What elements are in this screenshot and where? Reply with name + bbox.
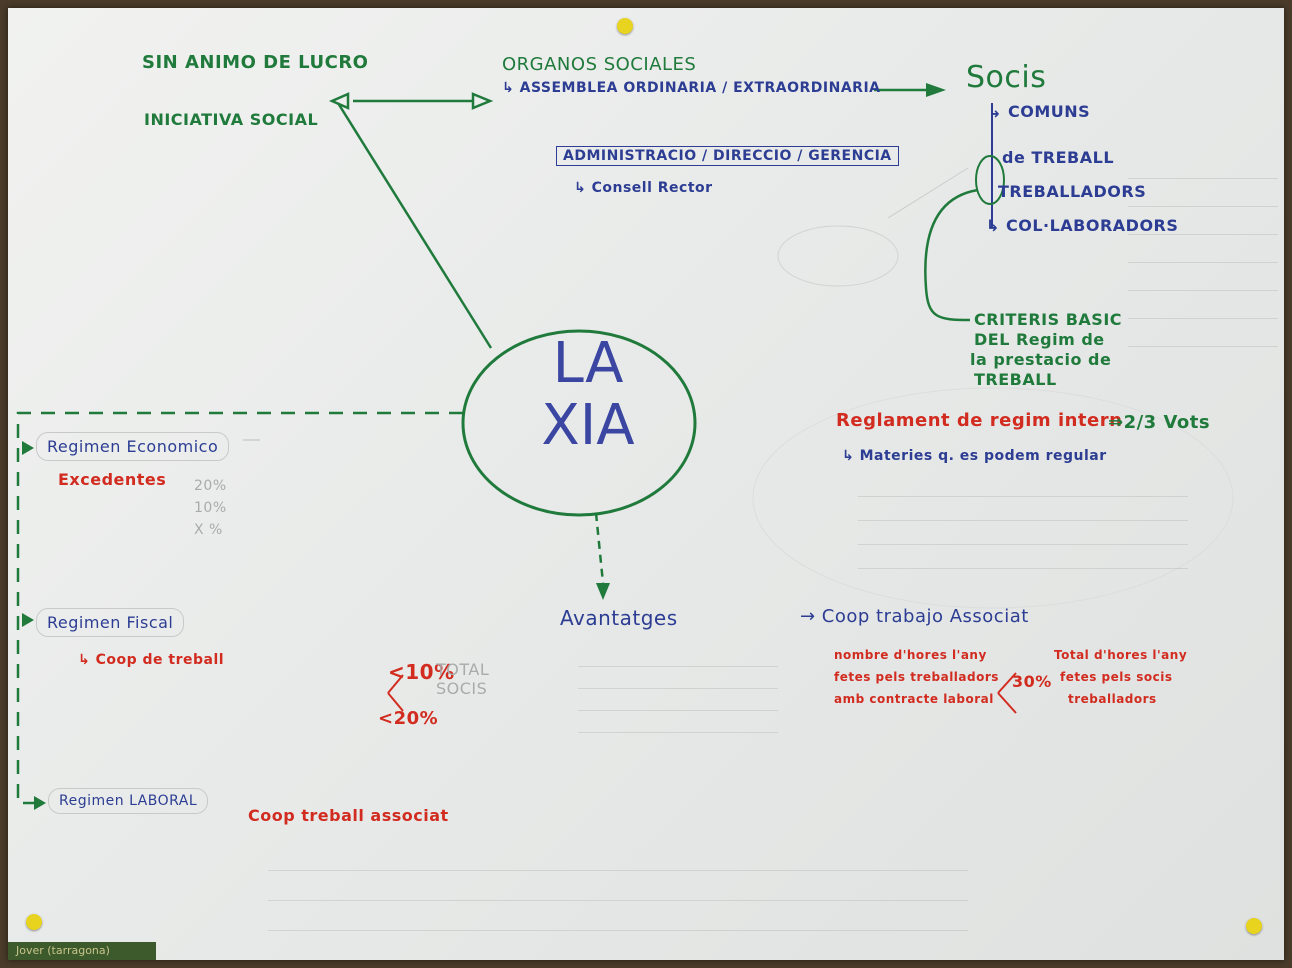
fiscal-total-socis: TOTAL SOCIS	[436, 660, 490, 698]
administracio-box: ADMINISTRACIO / DIRECCIO / GERENCIA	[556, 146, 899, 166]
reglament-materies: ↳ Materies q. es podem regular	[842, 448, 1107, 464]
socis-collaboradors: ↳ COL·LABORADORS	[986, 216, 1179, 235]
coop-right-3: treballadors	[1068, 692, 1157, 706]
center-line1: LA	[552, 331, 624, 396]
iniciativa-social: INICIATIVA SOCIAL	[144, 110, 319, 129]
center-topic: LA XIA	[508, 333, 668, 457]
socis-de-treball: de TREBALL	[1002, 148, 1115, 167]
coop-treball-associat: Coop treball associat	[248, 806, 449, 825]
coop-left-2: fetes pels treballadors	[834, 670, 999, 684]
reglament-title: Reglament de regim intern	[836, 410, 1123, 431]
coop-de-treball: ↳ Coop de treball	[78, 652, 225, 668]
bottom-strip: Jover (tarragona)	[8, 942, 156, 960]
regimen-economico: Regimen Economico	[36, 432, 230, 461]
faint-notes-reglament	[858, 478, 1188, 588]
criteris-line2: DEL Regim de	[974, 330, 1105, 349]
faint-notes-laboral	[268, 848, 968, 938]
fiscal-lt20: <20%	[378, 708, 439, 729]
criteris-line4: TREBALL	[974, 370, 1057, 389]
avantatges-title: Avantatges	[560, 606, 678, 630]
criteris-line1: CRITERIS BASIC	[974, 310, 1123, 329]
pin-bottom-left	[26, 914, 42, 930]
faint-notes-socis	[1128, 158, 1278, 348]
coop-right-1: Total d'hores l'any	[1054, 648, 1188, 662]
sin-animo-de-lucro: SIN ANIMO DE LUCRO	[142, 52, 369, 73]
faint-notes-avantatges	[578, 648, 778, 748]
excedentes-20: 20%	[194, 478, 227, 494]
fiscal-lt10: <10%	[388, 660, 455, 684]
consell-rector: ↳ Consell Rector	[574, 180, 713, 196]
excedentes-x: X %	[194, 522, 223, 538]
socis-treballadors: TREBALLADORS	[998, 182, 1147, 201]
assemblea: ↳ ASSEMBLEA ORDINARIA / EXTRAORDINARIA	[502, 80, 881, 96]
socis-comuns: ↳ COMUNS	[988, 102, 1091, 121]
reglament-votes: ⇒2/3 Vots	[1108, 412, 1211, 433]
organos-sociales-title: ORGANOS SOCIALES	[502, 54, 697, 75]
coop-pct: 30%	[1012, 672, 1052, 691]
pin-bottom-right	[1246, 918, 1262, 934]
coop-trabajo-title: → Coop trabajo Associat	[800, 606, 1029, 627]
criteris-line3: la prestacio de	[970, 350, 1112, 369]
socis-title: Socis	[966, 60, 1047, 95]
regimen-laboral: Regimen LABORAL	[48, 788, 209, 814]
pin-top	[617, 18, 633, 34]
regimen-fiscal: Regimen Fiscal	[36, 608, 185, 637]
excedentes: Excedentes	[58, 470, 167, 489]
coop-left-3: amb contracte laboral	[834, 692, 994, 706]
connector-lines	[16, 83, 1234, 810]
coop-left-1: nombre d'hores l'any	[834, 648, 987, 662]
excedentes-10: 10%	[194, 500, 227, 516]
coop-right-2: fetes pels socis	[1060, 670, 1173, 684]
mind-map-board: SIN ANIMO DE LUCRO INICIATIVA SOCIAL ORG…	[8, 8, 1284, 960]
center-line2: XIA	[541, 393, 635, 458]
